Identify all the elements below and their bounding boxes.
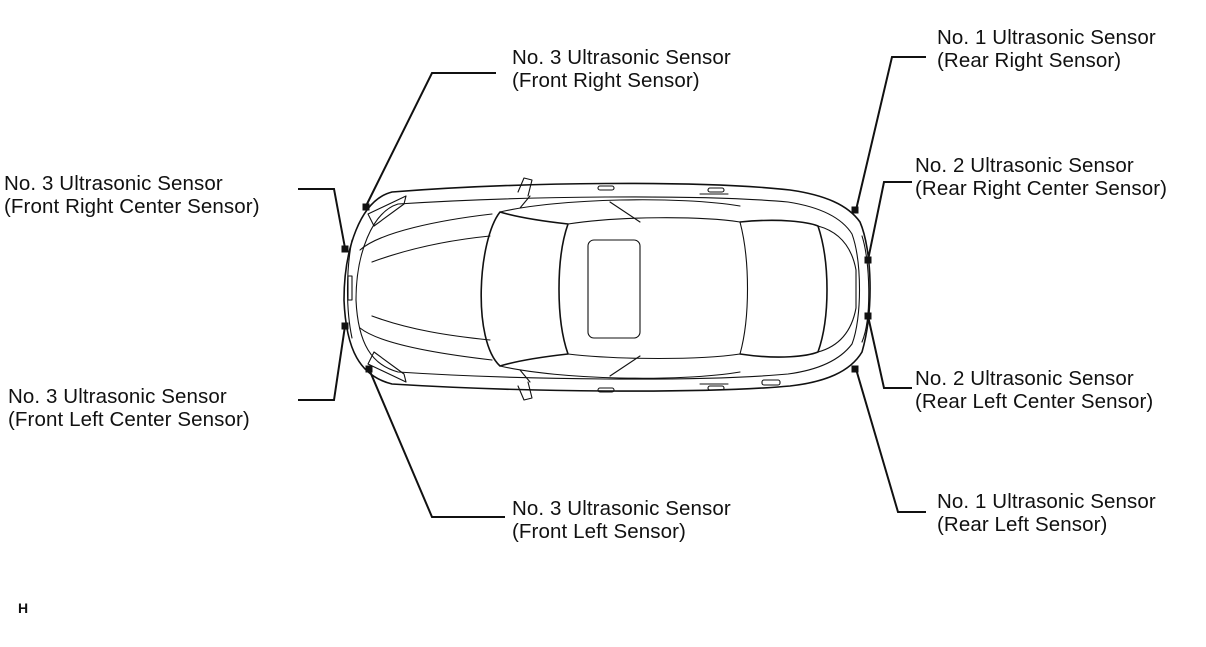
- label-line: No. 1 Ultrasonic Sensor: [937, 490, 1156, 513]
- leader-line-rear-right: [855, 56, 926, 211]
- sensor-rear-left: [851, 365, 859, 373]
- leader-line-rear-left: [855, 368, 926, 513]
- label-line: (Rear Left Sensor): [937, 513, 1108, 536]
- leader-line-front-right-center: [298, 188, 346, 249]
- left-mirror: [517, 381, 533, 401]
- door-handle-front-left: [597, 387, 615, 393]
- label-line: (Front Right Center Sensor): [4, 195, 260, 218]
- label-line: No. 3 Ultrasonic Sensor: [8, 385, 227, 408]
- hood-outline: [359, 213, 493, 361]
- label-line: (Rear Right Center Sensor): [915, 177, 1168, 200]
- label-line: No. 3 Ultrasonic Sensor: [512, 46, 731, 69]
- leader-line-rear-left-center: [867, 315, 912, 389]
- label-line: (Rear Right Sensor): [937, 49, 1122, 72]
- side-windows-right: [499, 193, 741, 223]
- sensor-rear-right: [851, 206, 859, 214]
- figure-code: H: [18, 600, 29, 616]
- door-handle-rear-left: [707, 385, 725, 391]
- label-line: No. 3 Ultrasonic Sensor: [4, 172, 223, 195]
- hood-crease: [371, 235, 491, 341]
- fuel-door: [761, 379, 781, 386]
- label-rear-left-sensor: No. 1 Ultrasonic Sensor (Rear Left Senso…: [937, 490, 1156, 536]
- rear-bumper: [861, 235, 870, 343]
- leader-line-front-right: [365, 72, 496, 207]
- label-front-right-sensor: No. 3 Ultrasonic Sensor (Front Right Sen…: [512, 46, 731, 92]
- front-left-headlight: [367, 351, 407, 383]
- front-grille: [347, 275, 353, 301]
- label-line: (Front Left Center Sensor): [8, 408, 250, 431]
- sunroof: [587, 239, 641, 339]
- label-rear-right-center-sensor: No. 2 Ultrasonic Sensor (Rear Right Cent…: [915, 154, 1167, 200]
- label-line: No. 1 Ultrasonic Sensor: [937, 26, 1156, 49]
- label-rear-left-center-sensor: No. 2 Ultrasonic Sensor (Rear Left Cente…: [915, 367, 1153, 413]
- label-line: (Front Left Sensor): [512, 520, 686, 543]
- label-line: (Rear Left Center Sensor): [915, 390, 1154, 413]
- label-line: No. 3 Ultrasonic Sensor: [512, 497, 731, 520]
- rear-deck: [817, 225, 857, 353]
- door-handle-rear-right: [707, 187, 725, 193]
- front-right-headlight: [367, 195, 407, 227]
- leader-line-front-left: [368, 368, 505, 518]
- label-line: (Front Right Sensor): [512, 69, 700, 92]
- roof-outline: [567, 217, 749, 360]
- leader-line-front-left-center: [298, 325, 346, 401]
- car-body-inner-line: [355, 196, 860, 380]
- rear-window: [739, 219, 828, 358]
- label-front-right-center-sensor: No. 3 Ultrasonic Sensor (Front Right Cen…: [4, 172, 260, 218]
- label-rear-right-sensor: No. 1 Ultrasonic Sensor (Rear Right Sens…: [937, 26, 1156, 72]
- side-windows-left: [499, 355, 741, 385]
- door-handle-front-right: [597, 185, 615, 191]
- leader-line-rear-right-center: [867, 181, 912, 261]
- label-front-left-center-sensor: No. 3 Ultrasonic Sensor (Front Left Cent…: [8, 385, 250, 431]
- car-body-outline: [343, 182, 871, 392]
- label-line: No. 2 Ultrasonic Sensor: [915, 154, 1134, 177]
- label-front-left-sensor: No. 3 Ultrasonic Sensor (Front Left Sens…: [512, 497, 731, 543]
- label-line: No. 2 Ultrasonic Sensor: [915, 367, 1134, 390]
- right-mirror: [517, 177, 533, 197]
- windshield: [480, 211, 569, 367]
